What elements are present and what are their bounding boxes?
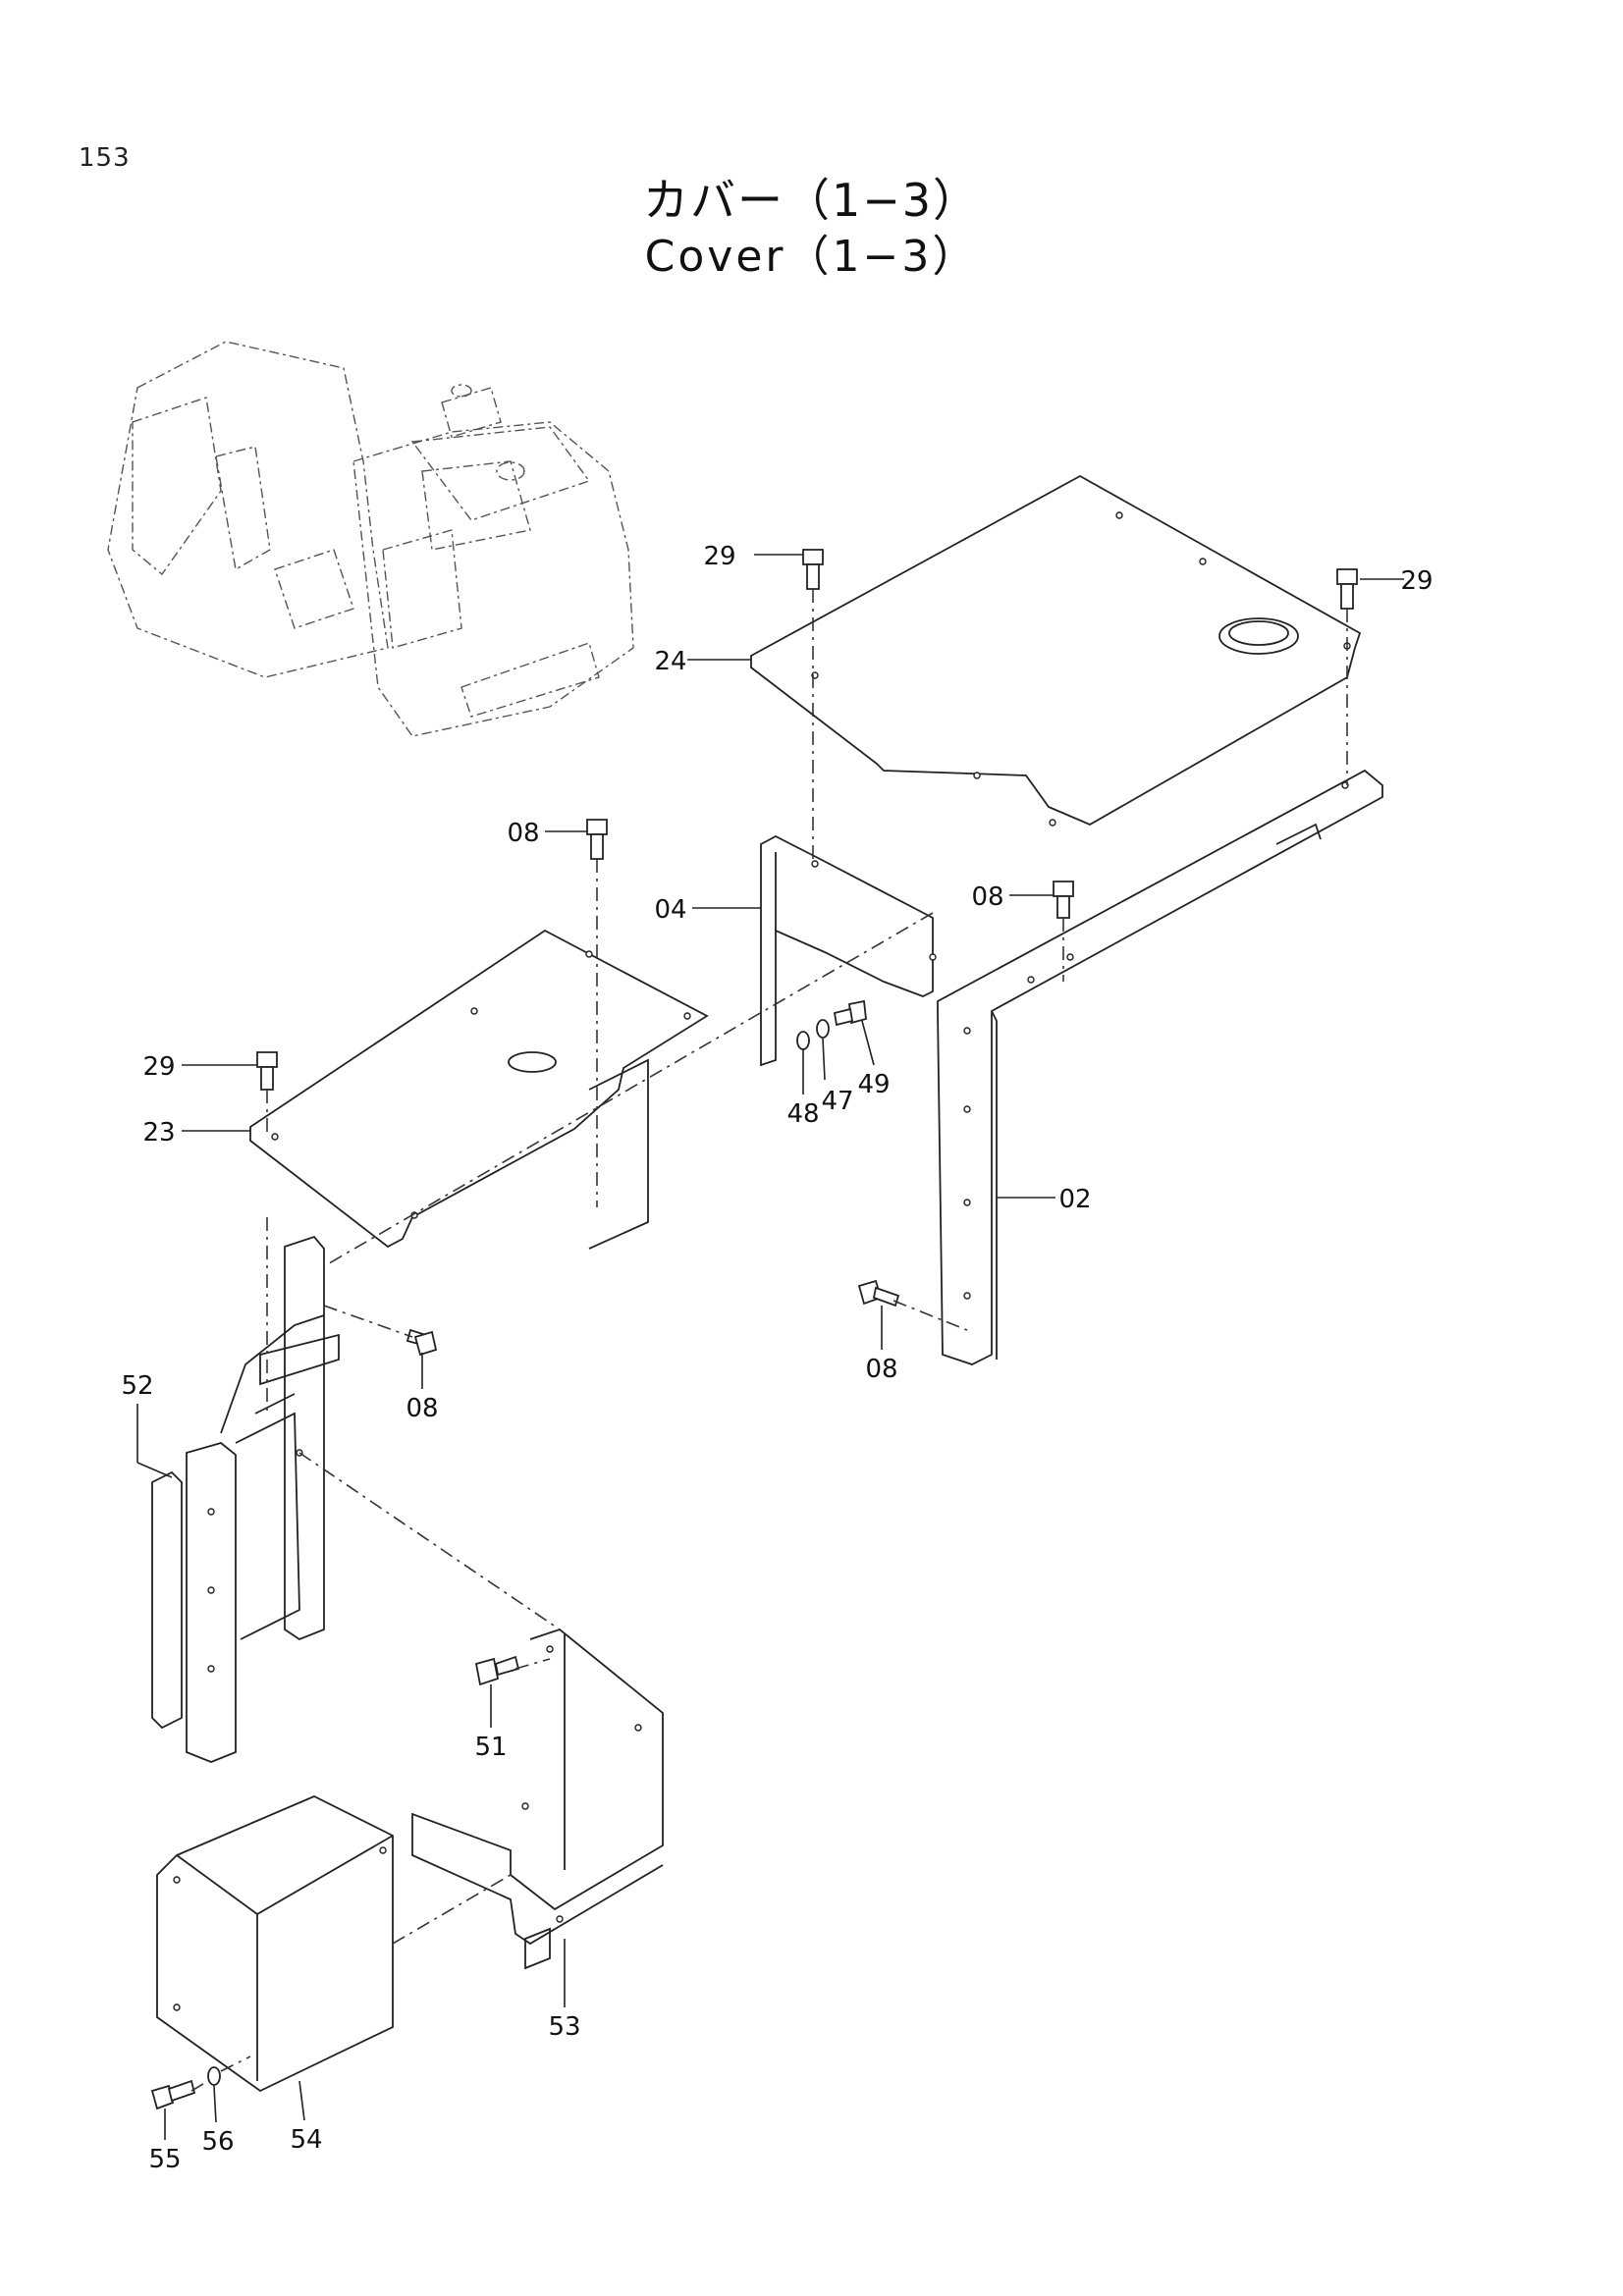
callout-52: 52 (121, 1371, 153, 1401)
bolt-08-upper (586, 819, 608, 860)
callout-24: 24 (654, 647, 686, 676)
alignment-lines (190, 589, 1348, 2092)
callout-56: 56 (201, 2127, 234, 2157)
part-23-middle-cover (249, 929, 709, 1250)
bolt-29-top-right (1336, 568, 1358, 610)
bolt-51 (474, 1655, 520, 1686)
washer-47 (816, 1019, 830, 1039)
part-04-upright-bracket (760, 834, 937, 1067)
bolt-29-left (256, 1051, 278, 1091)
part-52-left-frame (151, 1235, 340, 1763)
washer-56 (207, 2066, 221, 2086)
page-number: 153 (79, 143, 131, 173)
bolt-08-middle (406, 1328, 438, 1357)
title-english: Cover（1−3） (644, 232, 979, 282)
part-54-box-cover (156, 1795, 394, 2093)
callout-08-right: 08 (971, 882, 1003, 912)
callout-53: 53 (548, 2012, 580, 2042)
bolt-49 (833, 999, 867, 1027)
bolt-55 (150, 2079, 196, 2110)
callout-48: 48 (786, 1099, 819, 1129)
callout-02: 02 (1058, 1185, 1091, 1214)
callout-08-upper: 08 (507, 819, 539, 848)
bolt-08-lower-right (857, 1279, 900, 1308)
title-block: カバー（1−3） Cover（1−3） (0, 172, 1623, 286)
callout-54: 54 (290, 2125, 322, 2155)
callout-08-middle: 08 (406, 1394, 438, 1423)
leader-lines (136, 554, 1404, 2140)
callout-55: 55 (148, 2145, 181, 2174)
callout-29-top-left: 29 (703, 542, 735, 571)
title-japanese: カバー（1−3） (642, 174, 981, 227)
callout-29-left: 29 (142, 1052, 175, 1082)
callout-04: 04 (654, 895, 686, 925)
callout-51: 51 (474, 1733, 507, 1762)
part-53-lower-bracket (411, 1628, 664, 1970)
washer-48 (796, 1031, 810, 1050)
callout-labels: 29 29 24 08 04 08 48 47 49 29 23 02 08 0… (121, 542, 1433, 2174)
bolt-08-right (1053, 881, 1074, 919)
callout-49: 49 (857, 1070, 890, 1099)
part-02-long-bracket (937, 769, 1383, 1365)
part-24-top-cover (750, 474, 1362, 827)
callout-47: 47 (821, 1087, 853, 1116)
excavator-overview-illustration (107, 341, 634, 737)
callout-29-top-right: 29 (1400, 566, 1433, 596)
bolt-29-top-left (802, 549, 824, 590)
callout-08-lower-right: 08 (865, 1355, 897, 1384)
callout-23: 23 (142, 1118, 175, 1148)
